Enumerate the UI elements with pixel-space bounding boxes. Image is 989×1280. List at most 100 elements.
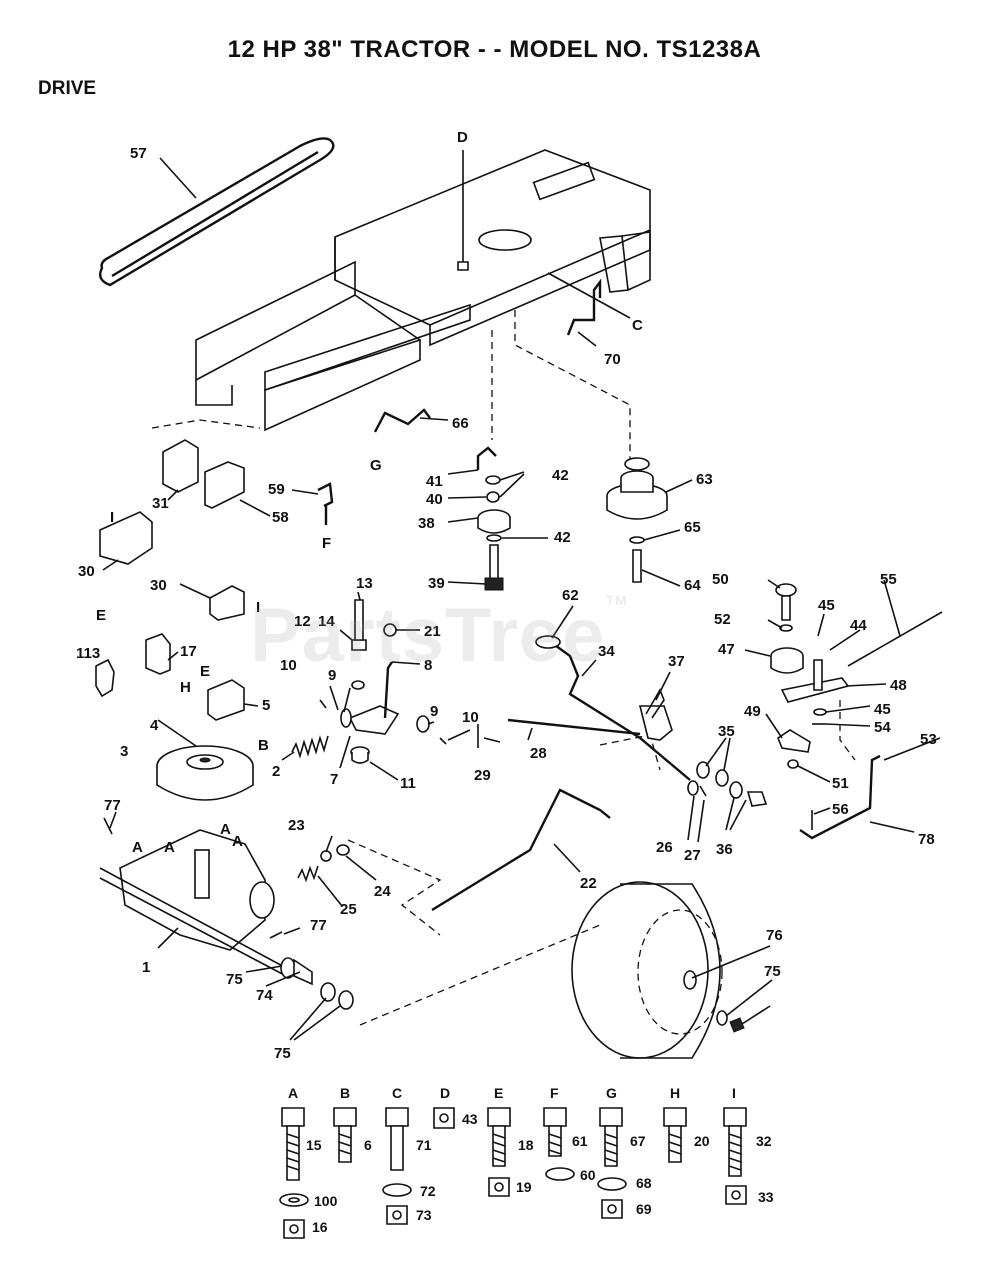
callout-13: 13	[356, 575, 373, 592]
callout-56: 53	[920, 731, 937, 748]
callout-75-right: 75	[764, 963, 781, 980]
callout-14: 14	[318, 613, 335, 630]
hw-f-part-60: 60	[580, 1167, 596, 1183]
washer-24	[336, 844, 350, 856]
clip-10-left	[319, 699, 327, 709]
pad-37	[645, 688, 665, 719]
callout-38: 38	[418, 515, 435, 532]
hw-letter-d: D	[440, 1085, 450, 1101]
hw-g-part-67: 67	[630, 1133, 646, 1149]
section-label: DRIVE	[38, 78, 97, 99]
callout-28: 28	[530, 745, 547, 762]
hw-letter-i: I	[732, 1085, 736, 1101]
callout-45-lower: 45	[874, 701, 891, 718]
callout-42-upper: 42	[552, 467, 569, 484]
hw-letter-c: C	[392, 1085, 402, 1101]
knob-47	[770, 583, 804, 674]
pin-77-upper	[103, 817, 113, 835]
nut-23	[320, 850, 332, 862]
hw-a-part-15: 15	[306, 1137, 322, 1153]
engine-pulley-63	[606, 457, 668, 583]
callout-66: 66	[452, 415, 469, 432]
rod-55	[847, 611, 943, 667]
callout-53: 78	[918, 831, 935, 848]
callout-63: 63	[696, 471, 713, 488]
rear-wheel	[571, 881, 745, 1059]
callout-48: 48	[890, 677, 907, 694]
callout-58: 58	[272, 509, 289, 526]
bolt-d	[457, 150, 469, 271]
clip-59	[317, 482, 334, 525]
callout-30-upper: 30	[78, 563, 95, 580]
callout-62: 62	[562, 587, 579, 604]
callout-51: 51	[832, 775, 849, 792]
callout-54: 56	[832, 801, 849, 818]
callout-78: 76	[766, 927, 783, 944]
callout-26: 26	[656, 839, 673, 856]
bracket-58	[204, 461, 245, 509]
washer-26	[687, 780, 699, 796]
transaxle-pulley-3	[156, 745, 254, 801]
callout-65: 65	[684, 519, 701, 536]
collar	[746, 791, 768, 807]
callout-77-upper: 77	[104, 797, 121, 814]
callout-a-4: A	[232, 833, 243, 850]
clip-10-right	[439, 737, 447, 745]
callout-17: 17	[180, 643, 197, 660]
callout-8: 8	[424, 657, 432, 674]
callout-7: 7	[330, 771, 338, 788]
callout-12: 12	[294, 613, 311, 630]
hardware-chart: A 15 100 16 B 6 C 71 72 73 D 43 E	[279, 1085, 774, 1239]
hw-letter-b: B	[340, 1085, 350, 1101]
callout-36: 36	[716, 841, 733, 858]
callout-27: 27	[684, 847, 701, 864]
hw-c-part-71: 71	[416, 1137, 432, 1153]
hw-i-part-32: 32	[756, 1133, 772, 1149]
callout-37: 37	[668, 653, 685, 670]
hw-e-part-19: 19	[516, 1179, 532, 1195]
callout-52: 52	[714, 611, 731, 628]
hw-f-part-61: 61	[572, 1133, 588, 1149]
callout-57: 57	[130, 145, 147, 162]
brake-rod-28	[507, 718, 641, 736]
callout-75-bottom: 75	[274, 1045, 291, 1062]
callout-10-left: 10	[280, 657, 297, 674]
callout-49: 49	[744, 703, 761, 720]
callout-50: 50	[712, 571, 729, 588]
callout-34: 34	[598, 643, 615, 660]
hw-letter-f: F	[550, 1085, 559, 1101]
callout-22: 22	[580, 875, 597, 892]
hw-c-part-73: 73	[416, 1207, 432, 1223]
callout-40: 40	[426, 491, 443, 508]
brake-arm-assembly	[340, 599, 400, 764]
hw-h-part-20: 20	[694, 1133, 710, 1149]
callout-29: 29	[474, 767, 491, 784]
hw-g-part-68: 68	[636, 1175, 652, 1191]
callout-a-1: A	[132, 839, 143, 856]
callout-e-upper: E	[96, 607, 106, 624]
callout-labels: 57 D C 70 66 G 42 41 40 38 42 39 63 65 6…	[76, 129, 937, 1062]
callout-leaders	[102, 157, 915, 1041]
callout-44: 44	[850, 617, 867, 634]
washer-9	[416, 715, 430, 733]
callout-21: 21	[424, 623, 441, 640]
callout-h: H	[180, 679, 191, 696]
callout-75-left: 75	[226, 971, 243, 988]
callout-f: F	[322, 535, 331, 552]
washer-51	[787, 759, 799, 769]
pin-27	[699, 785, 707, 797]
callout-47: 47	[718, 641, 735, 658]
callout-a-3: A	[220, 821, 231, 838]
callout-a-2: A	[164, 839, 175, 856]
bracket-31	[162, 439, 199, 493]
bracket-5	[207, 679, 245, 721]
callout-g: G	[370, 457, 382, 474]
callout-9-left: 9	[328, 667, 336, 684]
callout-5: 5	[262, 697, 270, 714]
pedal-shaft-62-34	[535, 635, 691, 781]
pin-77-lower	[269, 931, 283, 939]
callout-59: 59	[268, 481, 285, 498]
callout-4: 4	[150, 717, 159, 734]
callout-45-upper: 45	[818, 597, 835, 614]
